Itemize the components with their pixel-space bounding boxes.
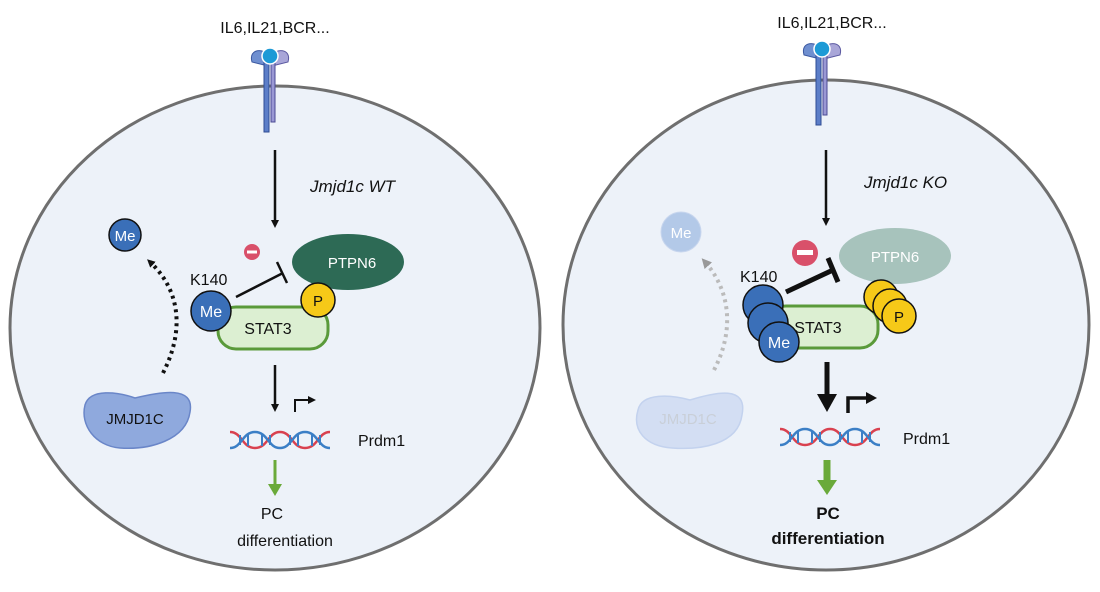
k140-methyl-icon <box>190 290 232 332</box>
inhibition-line <box>784 267 835 295</box>
methyl-label: Me <box>768 335 790 352</box>
k140-label: K140 <box>740 269 777 286</box>
stimulus-label: IL6,IL21,BCR... <box>220 20 329 37</box>
demethylation-arrow <box>701 258 730 371</box>
phospho-label: P <box>313 293 323 310</box>
jmjd1c-label: JMJD1C <box>659 411 717 428</box>
outcome-line2: differentiation <box>237 533 333 550</box>
stimulus-label: IL6,IL21,BCR... <box>777 15 886 32</box>
inhibition-line <box>235 271 284 299</box>
promoter-arrow-icon <box>294 396 316 412</box>
outcome-arrow <box>268 484 282 496</box>
transcription-arrow <box>817 394 837 412</box>
condition-label: Jmjd1c KO <box>863 173 947 192</box>
released-methyl-icon <box>660 211 702 253</box>
methyl-label: Me <box>115 228 136 245</box>
phospho-icon <box>881 298 917 334</box>
ptpn6-phosphatase <box>839 228 951 284</box>
outcome-line1: PC <box>261 506 283 523</box>
stat3-label: STAT3 <box>794 320 842 337</box>
ptpn6-label: PTPN6 <box>871 249 919 266</box>
stat3-label: STAT3 <box>244 321 292 338</box>
condition-label: Jmjd1c WT <box>309 177 397 196</box>
outcome-arrow <box>817 480 837 495</box>
k140-label: K140 <box>190 272 227 289</box>
gene-label: Prdm1 <box>903 431 950 448</box>
k140-methyl-icon <box>758 321 800 363</box>
methyl-label: Me <box>671 225 692 242</box>
jmjd1c-enzyme <box>83 391 192 449</box>
jmjd1c-enzyme <box>635 392 744 450</box>
phospho-icon <box>300 282 336 318</box>
ptpn6-label: PTPN6 <box>328 255 376 272</box>
methyl-label: Me <box>200 304 222 321</box>
panel-wt: IL6,IL21,BCR... Jmjd1c WT Me JMJD1C PTPN… <box>8 20 542 572</box>
phospho-label: P <box>894 309 904 326</box>
outcome-line2: differentiation <box>771 529 884 548</box>
jmjd1c-label: JMJD1C <box>106 411 164 428</box>
demethylation-arrow <box>147 259 179 374</box>
ptpn6-phosphatase <box>292 234 404 290</box>
promoter-arrow-icon <box>846 396 868 413</box>
outcome-line1: PC <box>816 504 840 523</box>
panel-ko: IL6,IL21,BCR... Jmjd1c KO Me JMJD1C PTPN… <box>561 15 1091 572</box>
released-methyl-icon <box>108 218 142 252</box>
gene-label: Prdm1 <box>358 433 405 450</box>
